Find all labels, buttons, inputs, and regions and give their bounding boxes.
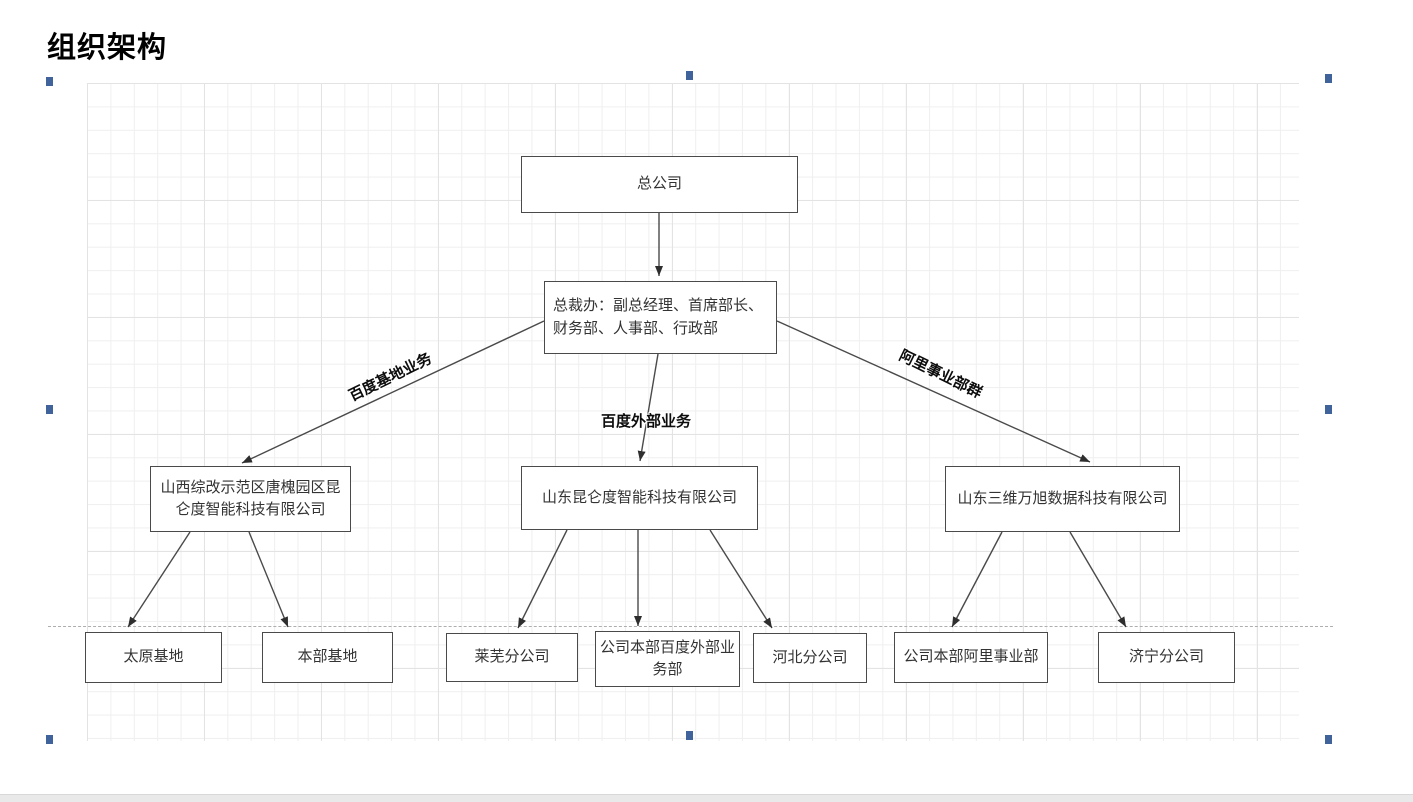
node-label: 河北分公司 [772, 648, 848, 666]
node-jining-branch[interactable]: 济宁分公司 [1098, 632, 1235, 683]
edge-sanwei-jining [1069, 531, 1127, 628]
horizontal-scrollbar-track[interactable] [0, 794, 1413, 802]
node-taiyuan-base[interactable]: 太原基地 [85, 632, 222, 683]
edge-kunlundu-laiwu [517, 529, 568, 629]
node-label: 山东三维万旭数据科技有限公司 [957, 489, 1168, 507]
edge-shanxi-taiyuan [127, 531, 191, 628]
node-label: 总公司 [636, 175, 682, 193]
edge-shanxi-benbu [248, 531, 289, 628]
edge-kunlundu-hebei [709, 529, 773, 629]
node-ali-business-dept[interactable]: 公司本部阿里事业部 [894, 632, 1048, 683]
node-shandong-kunlundu-company[interactable]: 山东昆仑度智能科技有限公司 [521, 466, 758, 530]
selection-handle-bottom-center[interactable] [686, 731, 693, 740]
edge-sanwei-ali [951, 531, 1003, 628]
node-baidu-external-dept[interactable]: 公司本部百度外部业务部 [595, 631, 740, 687]
node-president-office[interactable]: 总裁办：副总经理、首席部长、财务部、人事部、行政部 [544, 281, 777, 354]
edge-label-baidu-external-business: 百度外部业务 [600, 413, 691, 430]
edge-office-kunlundu [637, 353, 659, 462]
node-label: 总裁办：副总经理、首席部长、财务部、人事部、行政部 [553, 297, 764, 337]
node-shandong-sanwei-company[interactable]: 山东三维万旭数据科技有限公司 [945, 466, 1180, 532]
dashed-guide-line [48, 626, 1333, 627]
node-label: 济宁分公司 [1128, 648, 1204, 666]
edge-office-shanxi [241, 320, 545, 464]
node-shanxi-company[interactable]: 山西综改示范区唐槐园区昆仑度智能科技有限公司 [150, 466, 351, 532]
edge-office-sanwei [776, 320, 1091, 463]
node-label: 莱芜分公司 [474, 648, 550, 666]
page-title: 组织架构 [47, 32, 168, 64]
selection-handle-top-center[interactable] [686, 71, 693, 80]
node-laiwu-branch[interactable]: 莱芜分公司 [446, 633, 578, 682]
node-label: 太原基地 [123, 648, 184, 666]
node-label: 本部基地 [297, 648, 358, 666]
selection-handle-top-right[interactable] [1325, 74, 1332, 83]
selection-handle-bottom-left[interactable] [46, 735, 53, 744]
selection-handle-middle-left[interactable] [46, 405, 53, 414]
node-label: 公司本部百度外部业务部 [600, 638, 736, 679]
node-head-office[interactable]: 总公司 [521, 156, 798, 213]
node-label: 山东昆仑度智能科技有限公司 [541, 488, 737, 506]
node-hebei-branch[interactable]: 河北分公司 [753, 633, 867, 683]
selection-handle-middle-right[interactable] [1325, 405, 1332, 414]
node-headquarters-base[interactable]: 本部基地 [262, 632, 393, 683]
selection-handle-bottom-right[interactable] [1325, 735, 1332, 744]
selection-handle-top-left[interactable] [46, 77, 53, 86]
node-label: 山西综改示范区唐槐园区昆仑度智能科技有限公司 [160, 478, 341, 519]
node-label: 公司本部阿里事业部 [903, 648, 1039, 666]
